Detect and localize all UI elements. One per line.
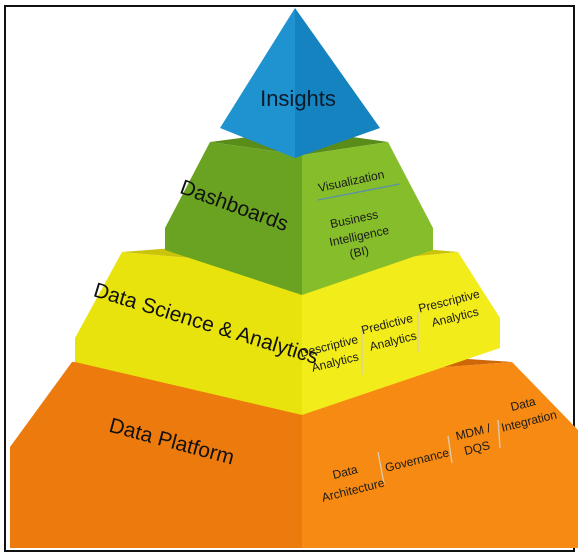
separator-dp-3: [497, 419, 501, 449]
separator-dp-2: [447, 435, 453, 464]
tier-insights-right-face: [295, 8, 380, 158]
dp-item-mdm-2: DQS: [463, 438, 492, 458]
tier-data-platform-right-face: [302, 362, 578, 548]
insights-label: Insights: [260, 86, 336, 111]
tier-insights-left-face: [220, 8, 295, 158]
tier-insights: [220, 8, 380, 158]
tier-data-platform-left-face: [10, 362, 302, 548]
dp-item-data-integration-1: Data: [509, 394, 537, 414]
tier-data-science-left-face: [75, 252, 302, 415]
tier-data-science-right-face: [302, 252, 500, 415]
separator-dp-1: [377, 451, 385, 485]
dp-item-data-architecture-1: Data: [331, 462, 359, 482]
dashboards-item-bi: (BI): [348, 243, 370, 261]
tier-dashboards-left-face: [165, 142, 302, 295]
tier-dashboards-right-face: [302, 142, 433, 295]
separators: [317, 183, 501, 485]
separator-dashboards: [317, 183, 401, 201]
